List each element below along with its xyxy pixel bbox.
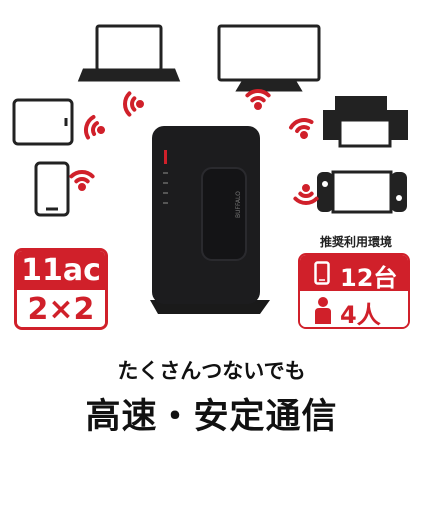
laptop-icon [77, 24, 181, 82]
device-count: 12台 [340, 264, 398, 292]
badge-streams: 2×2 [17, 290, 105, 327]
tagline: たくさんつないでも [117, 359, 306, 383]
headline: 高速・安定通信 [85, 397, 338, 437]
devices-row: 12台 [300, 255, 408, 292]
person-icon [315, 297, 331, 324]
illustration: BUFFALO [12, 24, 408, 314]
people-row: 4人 [300, 291, 408, 329]
router-illustration: BUFFALO [150, 126, 270, 314]
wifi-signal-icon [69, 89, 319, 205]
router-brand: BUFFALO [235, 191, 242, 218]
phone-icon [314, 261, 330, 285]
tablet-icon [12, 98, 74, 146]
spec-badge: 11ac 2×2 [14, 248, 108, 330]
environment-label: 推奨利用環境 [319, 235, 392, 249]
smartphone-icon [34, 161, 70, 217]
environment-box: 12台 4人 [298, 253, 410, 329]
printer-icon [323, 96, 408, 148]
monitor-icon [217, 24, 321, 92]
game-console-icon [317, 170, 407, 214]
people-count: 4人 [340, 301, 381, 329]
badge-standard: 11ac [17, 251, 105, 290]
